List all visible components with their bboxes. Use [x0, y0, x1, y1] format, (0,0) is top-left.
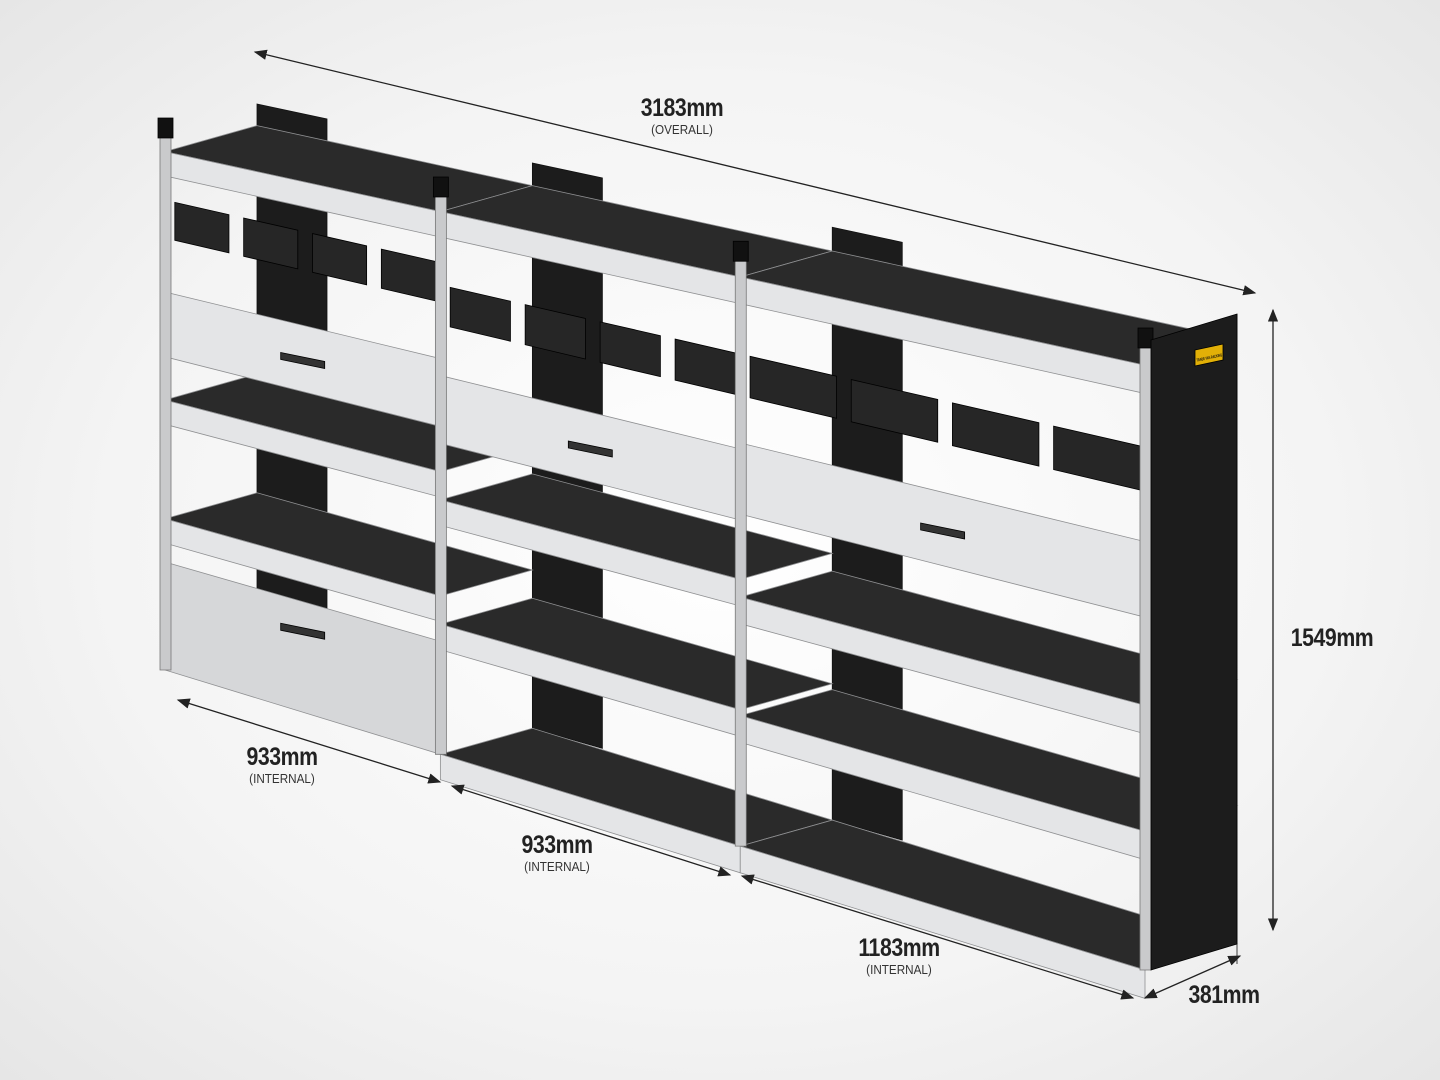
- storage-bin: [674, 338, 736, 395]
- bay-middle-width-line: [450, 784, 732, 877]
- overall-width-line: [253, 49, 1257, 296]
- upright-post: [434, 188, 447, 755]
- storage-bin: [1053, 425, 1141, 491]
- overall-width-note: (OVERALL): [651, 122, 713, 137]
- bay-right-value: 1183mm: [858, 934, 940, 962]
- bay-right-width-line: [740, 874, 1135, 1000]
- storage-bin: [850, 379, 939, 443]
- bay-left-value: 933mm: [246, 743, 318, 771]
- upright-post: [1139, 339, 1152, 971]
- height-value: 1549mm: [1290, 624, 1374, 652]
- depth-line: [1143, 955, 1242, 999]
- drawer-handle: [920, 522, 966, 540]
- brand-badge-label: TRADE VAN RACKING: [1196, 352, 1222, 362]
- storage-bin: [449, 286, 511, 342]
- depth-value: 381mm: [1188, 981, 1260, 1009]
- dimension-lines: [176, 49, 1279, 1000]
- overall-width-label: 3183mm (OVERALL): [633, 94, 730, 137]
- bay-left-label: 933mm (INTERNAL): [240, 743, 324, 786]
- storage-bin: [749, 355, 837, 419]
- brand-badge-text: TRADE VAN RACKING: [1196, 352, 1222, 362]
- bay-middle-note: (INTERNAL): [524, 859, 590, 874]
- storage-bin: [174, 201, 230, 254]
- bay-left-note: (INTERNAL): [249, 771, 315, 786]
- side-end-panel: [1150, 313, 1238, 971]
- corner-cap-icon: [157, 117, 174, 139]
- storage-bin: [952, 402, 1040, 467]
- drawer-handle: [280, 351, 326, 369]
- height-label: 1549mm: [1283, 626, 1380, 651]
- bay-right-label: 1183mm (INTERNAL): [851, 934, 947, 977]
- upright-post: [159, 129, 172, 671]
- drawer-handle: [280, 622, 326, 640]
- upright-post: [734, 252, 747, 847]
- corner-cap-icon: [432, 176, 449, 198]
- bay-middle-value: 933mm: [521, 831, 593, 859]
- depth-label: 381mm: [1182, 983, 1266, 1008]
- storage-bin: [524, 304, 586, 360]
- corner-cap-icon: [732, 240, 749, 262]
- brand-badge-logo: [1194, 343, 1224, 367]
- drawer-handle: [567, 440, 613, 458]
- storage-bin: [599, 321, 661, 378]
- storage-bin: [380, 248, 436, 302]
- overall-width-value: 3183mm: [640, 94, 724, 122]
- bay-right-note: (INTERNAL): [866, 962, 932, 977]
- bay-middle-label: 933mm (INTERNAL): [515, 831, 599, 874]
- bay-left-width-line: [176, 698, 442, 784]
